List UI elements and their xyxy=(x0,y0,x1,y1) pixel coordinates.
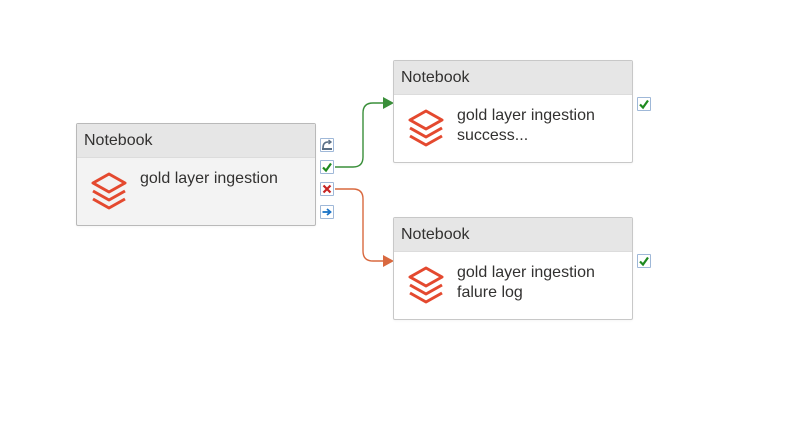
activity-name: gold layer ingestion success... xyxy=(457,107,595,144)
databricks-stack-icon xyxy=(408,266,444,304)
success-connector[interactable] xyxy=(335,102,383,168)
failure-path-button[interactable] xyxy=(320,182,334,196)
databricks-stack-icon xyxy=(408,109,444,147)
activity-type-label: Notebook xyxy=(394,61,632,95)
check-icon xyxy=(639,256,649,267)
completion-path-button[interactable] xyxy=(320,205,334,219)
activity-gold-layer-ingestion-success[interactable]: Notebook gold layer ingestion success... xyxy=(393,60,633,163)
success-path-button[interactable] xyxy=(320,160,334,174)
check-icon xyxy=(322,162,332,173)
right-arrow-icon xyxy=(322,208,332,216)
activity-type-label: Notebook xyxy=(394,218,632,252)
curved-arrow-icon xyxy=(322,139,333,150)
activity-name: gold layer ingestion xyxy=(140,170,278,187)
activity-name: gold layer ingestion falure log xyxy=(457,264,595,301)
skip-path-button[interactable] xyxy=(320,138,334,152)
activity-gold-layer-ingestion-failure-log[interactable]: Notebook gold layer ingestion falure log xyxy=(393,217,633,320)
databricks-stack-icon xyxy=(91,172,127,210)
check-icon xyxy=(639,99,649,110)
success-activity-status-button[interactable] xyxy=(637,97,651,111)
activity-type-label: Notebook xyxy=(77,124,315,158)
failure-connector[interactable] xyxy=(335,188,383,262)
activity-gold-layer-ingestion[interactable]: Notebook gold layer ingestion xyxy=(76,123,316,226)
x-icon xyxy=(322,184,332,194)
failure-activity-status-button[interactable] xyxy=(637,254,651,268)
